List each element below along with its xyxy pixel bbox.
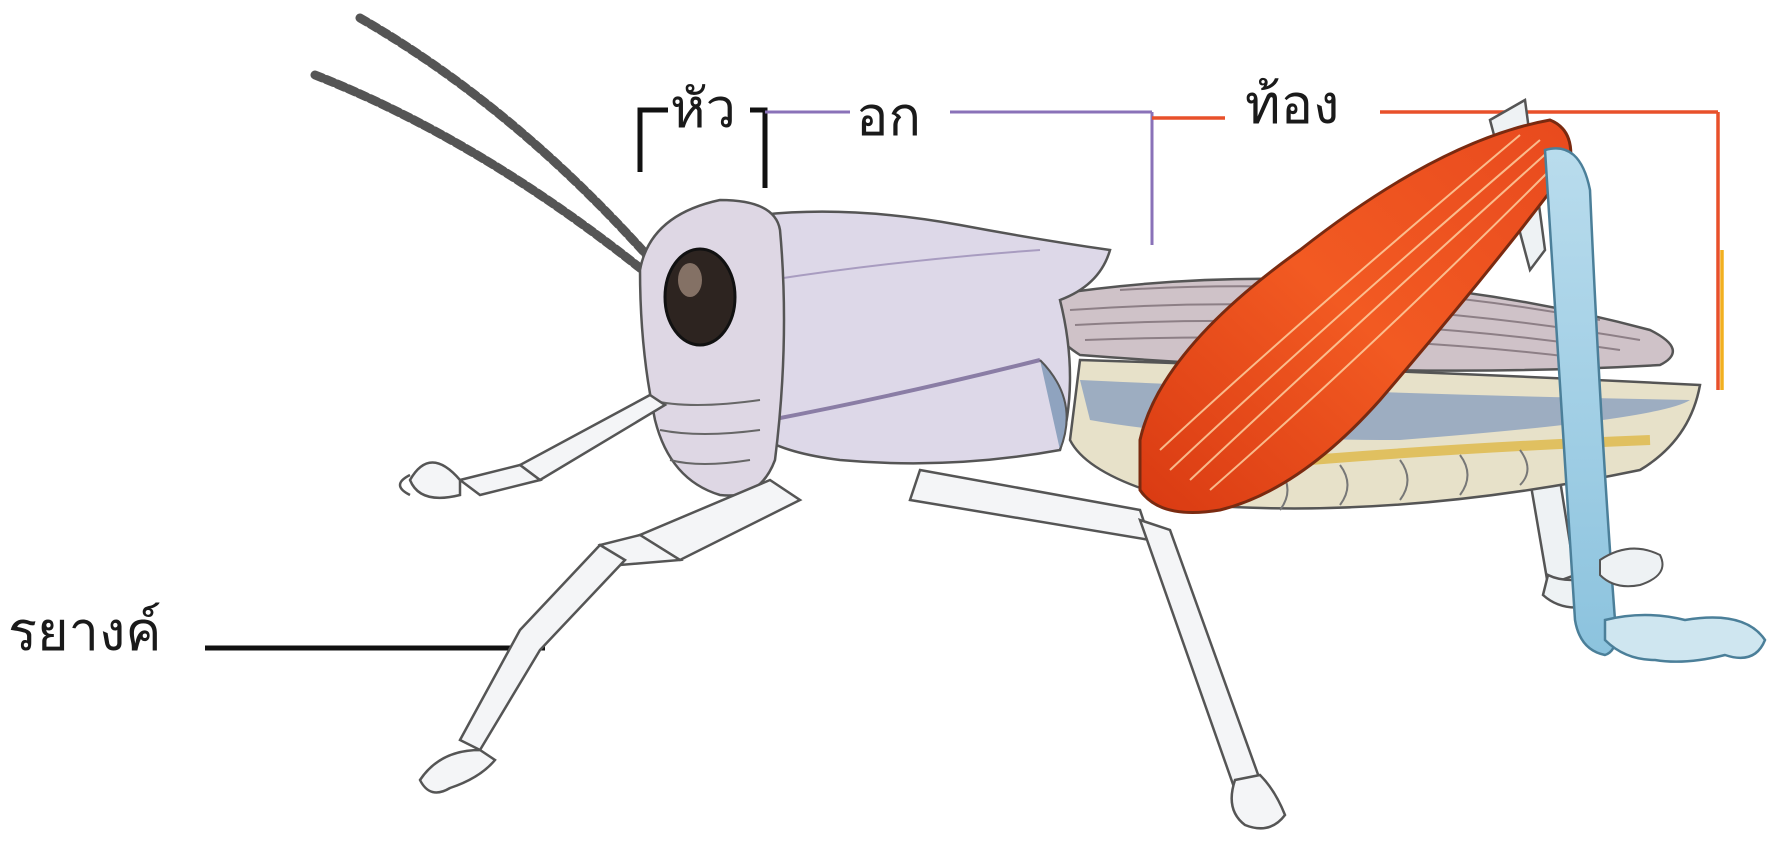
antennae — [315, 18, 660, 272]
compound-eye — [665, 249, 735, 345]
mid-rear-leg — [910, 470, 1285, 828]
label-head: หัว — [670, 82, 736, 136]
head — [640, 200, 784, 496]
front-leg — [400, 395, 665, 498]
thorax — [745, 212, 1110, 464]
middle-leg — [420, 480, 800, 793]
label-appendages: รยางค์ — [8, 605, 161, 659]
label-abdomen: ท้อง — [1245, 78, 1339, 132]
label-thorax: อก — [856, 90, 921, 144]
